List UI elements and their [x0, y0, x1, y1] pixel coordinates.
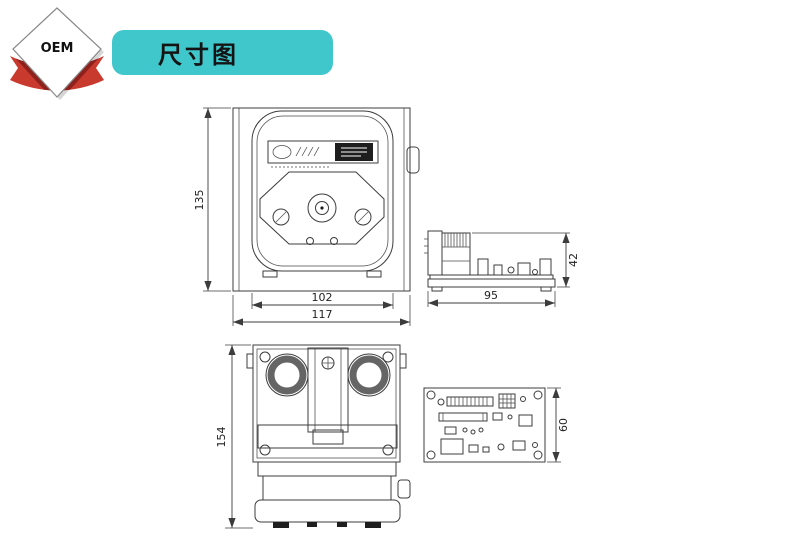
dim-side-width: 95	[484, 289, 498, 302]
dim-side-height: 42	[567, 253, 580, 267]
side-view-body	[424, 230, 556, 292]
right-roller	[349, 355, 389, 395]
dim-front-width-plate: 117	[312, 308, 333, 321]
shaft-column	[307, 347, 349, 433]
connector-block	[427, 230, 443, 276]
pump-face	[259, 171, 385, 245]
right-screw	[354, 208, 372, 226]
rear-view-drawing: 154	[215, 344, 411, 529]
relay-block	[440, 438, 464, 455]
control-board-body	[423, 387, 546, 463]
left-screw	[272, 208, 290, 226]
dim-rear-height: 154	[215, 427, 228, 448]
tube-lever	[406, 146, 420, 174]
dim-front-width-head: 102	[312, 291, 333, 304]
rotor-hub	[307, 193, 337, 223]
front-view-body	[232, 107, 420, 292]
base-plate	[254, 499, 401, 523]
diamond	[12, 7, 102, 98]
side-view-drawing: 95 42	[424, 230, 580, 307]
left-roller	[267, 355, 307, 395]
side-view-dimensions: 95 42	[427, 232, 580, 307]
rear-lever	[397, 479, 411, 499]
oem-badge: OEM	[10, 7, 104, 100]
control-board-dimensions: 60	[547, 387, 570, 463]
title-banner: 尺寸图	[112, 30, 333, 75]
dim-front-height: 135	[195, 190, 206, 211]
front-view-dimensions: 135 102 117	[195, 107, 411, 326]
dim-board-height: 60	[557, 418, 570, 432]
page-title: 尺寸图	[158, 41, 239, 69]
rear-view-dimensions: 154	[215, 344, 253, 529]
nameplate	[267, 140, 379, 168]
control-board-drawing: 60	[423, 387, 570, 463]
rear-view-body	[246, 344, 411, 528]
oem-badge-label: OEM	[41, 41, 74, 56]
front-view-drawing: 135 102 117	[195, 107, 420, 326]
pin-header	[446, 396, 494, 407]
heatsink-block	[441, 232, 471, 276]
